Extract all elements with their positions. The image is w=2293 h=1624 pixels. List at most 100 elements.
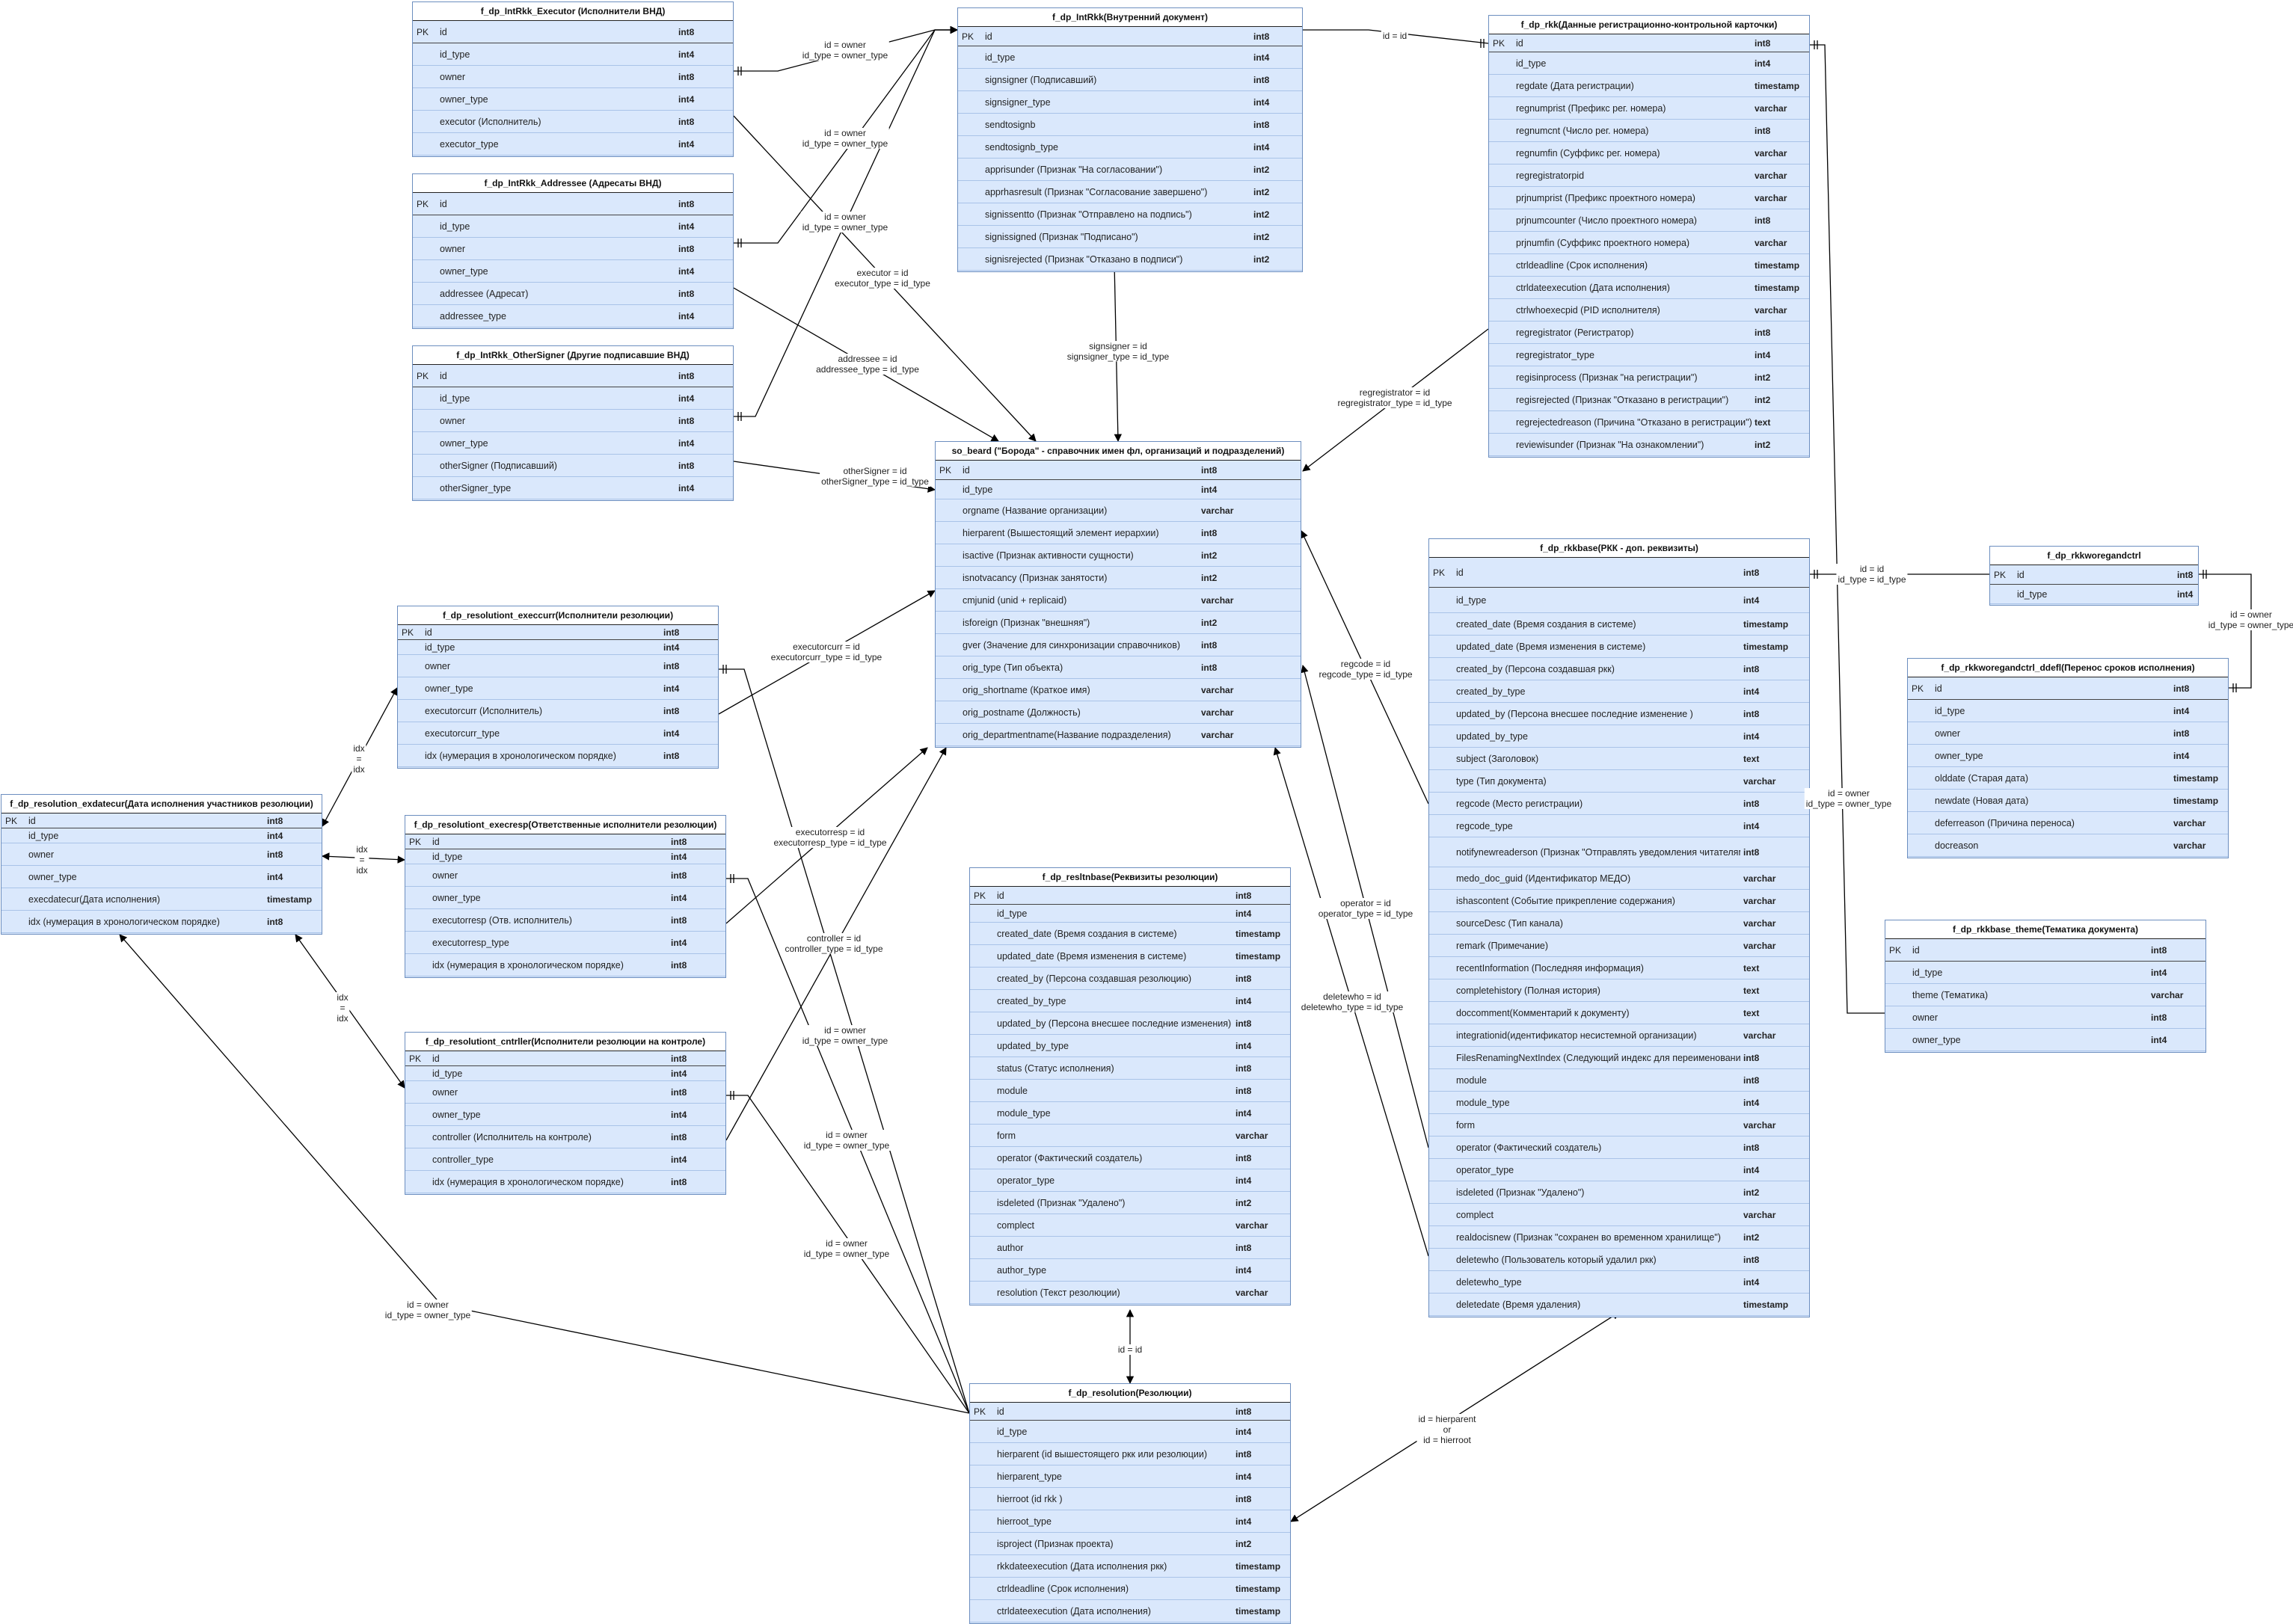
column-name: integrationid(идентификатор несистемной … [1456,1030,1697,1041]
column-name: form [1456,1120,1475,1131]
column-name: subject (Заголовок) [1456,754,1539,764]
column-name: id [440,199,447,209]
column-type: text [1743,1008,1760,1018]
column-row: created_date (Время создания в системе)t… [1429,613,1809,636]
column-type: int4 [671,852,687,862]
column-name: operator_type [1456,1165,1514,1175]
column-type: int8 [1235,1153,1252,1163]
column-type: int4 [678,483,695,493]
column-row: type (Тип документа)varchar [1429,770,1809,793]
column-row: prjnumprist (Префикс проектного номера)v… [1489,187,1809,209]
column-name: regcode_type [1456,821,1513,831]
entity-rkkworegandctrl-ddefl[interactable]: f_dp_rkkworegandctrl_ddefl(Перенос сроко… [1907,658,2229,858]
column-type: int4 [678,266,695,277]
column-name: id_type [432,1068,463,1079]
column-name: created_by_type [1456,686,1526,697]
column-row: updated_by (Персона внесшее последние из… [1429,703,1809,725]
column-name: owner_type [425,683,473,694]
column-type: int4 [2173,751,2190,761]
column-row: deferreason (Причина переноса)varchar [1908,812,2228,834]
entity-res-execresp[interactable]: f_dp_resolutiont_execresp(Ответственные … [405,815,726,978]
column-type: int2 [1253,232,1270,242]
edge-label: id = owner id_type = owner_type [2206,609,2293,630]
column-name: id [963,465,970,476]
entity-res-execcurr[interactable]: f_dp_resolutiont_execcurr(Исполнители ре… [397,606,719,769]
column-type: int8 [267,917,283,927]
column-type: text [1743,754,1760,764]
column-type: int8 [1743,1053,1760,1063]
column-type: int4 [2177,589,2194,600]
column-name: id_type [1935,706,1965,716]
column-row: sourceDesc (Тип канала)varchar [1429,912,1809,935]
column-name: created_by (Персона создавшая резолюцию) [997,974,1192,984]
column-type: int2 [1743,1187,1760,1198]
column-type: int8 [1235,1243,1252,1253]
column-type: int2 [1201,618,1218,628]
column-name: controller (Исполнитель на контроле) [432,1132,592,1142]
column-type: int2 [1755,372,1771,383]
entity-rkk[interactable]: f_dp_rkk(Данные регистрационно-контрольн… [1488,15,1810,458]
entity-intrkk-othersigner[interactable]: f_dp_IntRkk_OtherSigner (Другие подписав… [412,345,734,501]
column-type: timestamp [1743,619,1789,630]
column-name: signissigned (Признак "Подписано") [985,232,1138,242]
column-name: idx (нумерация в хронологическом порядке… [28,917,220,927]
column-type: int8 [267,849,283,860]
column-type: timestamp [1235,1561,1281,1572]
column-name: regisinprocess (Признак "на регистрации"… [1516,372,1698,383]
column-row: hierparent (id вышестоящего ркк или резо… [970,1443,1290,1465]
column-name: signsigner_type [985,97,1051,108]
column-type: int8 [1235,1406,1252,1417]
entity-res-cntrller[interactable]: f_dp_resolutiont_cntrller(Исполнители ре… [405,1032,726,1195]
column-type: varchar [2151,990,2184,1000]
entity-intrkk-executor[interactable]: f_dp_IntRkk_Executor (Исполнители ВНД)PK… [412,1,734,157]
column-type: timestamp [1235,1606,1281,1617]
column-name: id_type [28,831,59,841]
column-type: int8 [1253,31,1270,42]
column-type: int8 [1743,847,1760,858]
pk-marker: PK [1994,570,2007,580]
column-type: timestamp [267,894,313,905]
entity-res-exdatecur[interactable]: f_dp_resolution_exdatecur(Дата исполнени… [1,794,322,935]
column-type: int2 [1253,187,1270,197]
column-type: varchar [1743,776,1776,787]
entity-rkkbase-theme[interactable]: f_dp_rkkbase_theme(Тематика документа)PK… [1885,920,2206,1053]
column-name: recentInformation (Последняя информация) [1456,963,1644,974]
entity-title: f_dp_resolution_exdatecur(Дата исполнени… [1,795,322,813]
column-name: id_type [1456,595,1487,606]
column-row: operator (Фактический создатель)int8 [1429,1137,1809,1159]
column-name: id [985,31,992,42]
column-type: varchar [1743,918,1776,929]
entity-so-beard[interactable]: so_beard ("Борода" - справочник имен фл,… [935,441,1301,748]
column-name: id [2017,570,2025,580]
column-type: int4 [1743,1098,1760,1108]
edge-label: otherSigner = id otherSigner_type = id_t… [820,466,930,487]
column-name: id_type [997,908,1028,919]
column-row: created_by (Персона создавшая ркк)int8 [1429,658,1809,680]
column-name: signsigner (Подписавший) [985,75,1097,85]
column-type: varchar [2173,840,2206,851]
column-row: remark (Примечание)varchar [1429,935,1809,957]
pk-marker: PK [417,27,429,37]
column-row: orig_departmentname(Название подразделен… [936,724,1301,746]
entity-title: f_dp_rkkworegandctrl [1990,547,2198,565]
column-name: updated_by_type [997,1041,1069,1051]
column-type: int8 [1755,215,1771,226]
